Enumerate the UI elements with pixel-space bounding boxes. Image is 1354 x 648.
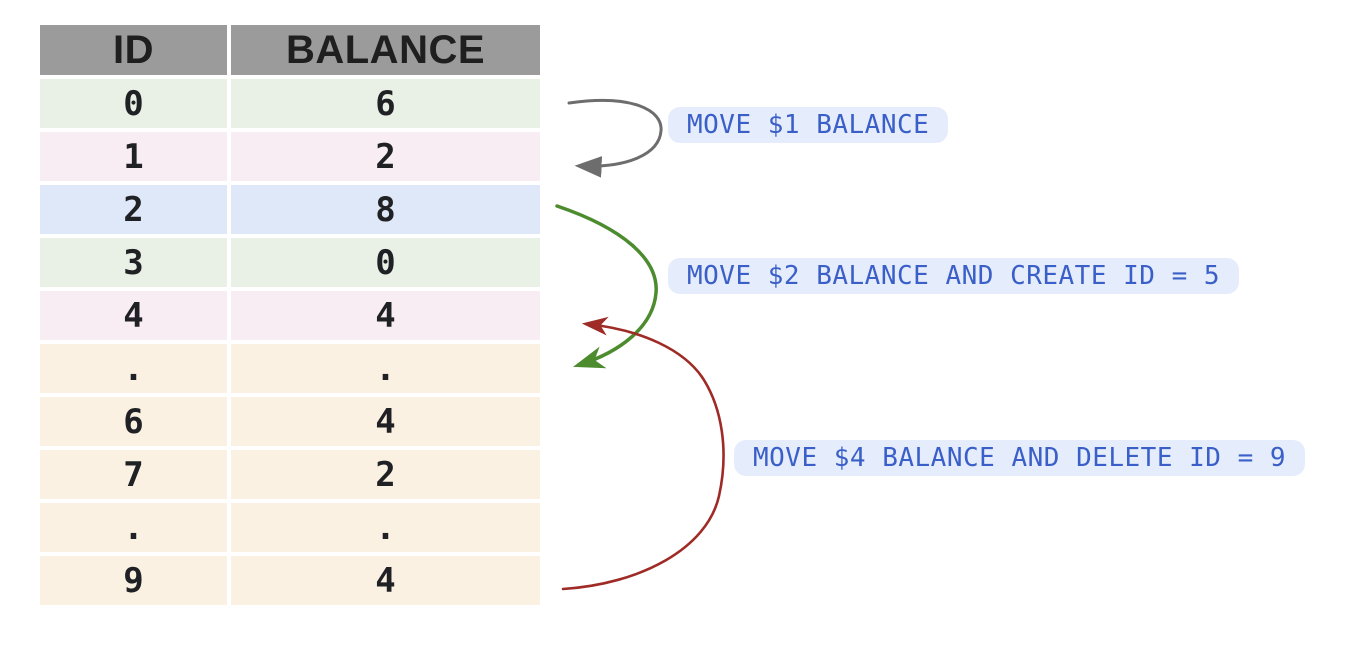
cell-id: 0 (40, 79, 227, 128)
cell-balance: 2 (231, 450, 540, 499)
cell-balance: 0 (231, 238, 540, 287)
table-row: 9 4 (40, 556, 540, 605)
cell-id: 4 (40, 291, 227, 340)
cell-balance: 6 (231, 79, 540, 128)
cell-id: 6 (40, 397, 227, 446)
table-body: 0 6 1 2 2 8 3 0 4 4 . . 6 4 7 2 . . 9 4 (40, 79, 540, 605)
table-header-row: ID BALANCE (40, 25, 540, 75)
cell-id: 2 (40, 185, 227, 234)
cell-balance: . (231, 503, 540, 552)
table-row: . . (40, 503, 540, 552)
cell-balance: 8 (231, 185, 540, 234)
table-row: 3 0 (40, 238, 540, 287)
move-4-arrow (561, 316, 725, 591)
accounts-table: ID BALANCE 0 6 1 2 2 8 3 0 4 4 . . 6 4 7… (40, 25, 540, 605)
cell-balance: 4 (231, 556, 540, 605)
cell-id: 7 (40, 450, 227, 499)
table-row: 0 6 (40, 79, 540, 128)
table-row: 4 4 (40, 291, 540, 340)
annotation-move-1: MOVE $1 BALANCE (668, 107, 949, 143)
annotation-move-2: MOVE $2 BALANCE AND CREATE ID = 5 (668, 258, 1240, 294)
cell-balance: 2 (231, 132, 540, 181)
cell-id: . (40, 344, 227, 393)
move-2-arrow (555, 204, 658, 369)
cell-balance: . (231, 344, 540, 393)
cell-id: 1 (40, 132, 227, 181)
table-row: 2 8 (40, 185, 540, 234)
header-cell-id: ID (40, 25, 227, 75)
table-row: 7 2 (40, 450, 540, 499)
cell-balance: 4 (231, 397, 540, 446)
move-1-arrow (567, 98, 663, 178)
table-row: 6 4 (40, 397, 540, 446)
cell-balance: 4 (231, 291, 540, 340)
table-row: 1 2 (40, 132, 540, 181)
table-row: . . (40, 344, 540, 393)
cell-id: . (40, 503, 227, 552)
header-cell-balance: BALANCE (231, 25, 540, 75)
cell-id: 3 (40, 238, 227, 287)
annotation-move-4: MOVE $4 BALANCE AND DELETE ID = 9 (734, 440, 1306, 476)
cell-id: 9 (40, 556, 227, 605)
